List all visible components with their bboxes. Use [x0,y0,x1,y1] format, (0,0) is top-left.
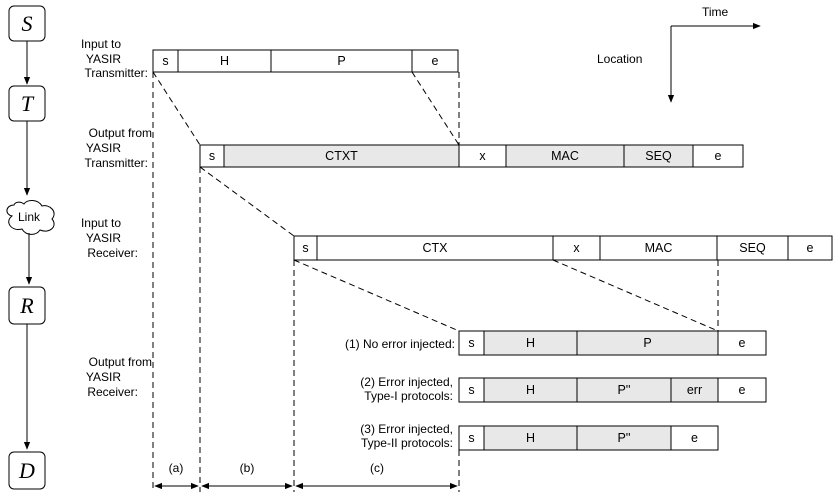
tx-output-ciphertext: CTXT [325,149,358,163]
case1-label: (1) No error injected: [345,337,455,351]
guide-d1 [152,71,201,146]
rx-input-end: e [807,241,814,255]
tx-input-end: e [432,54,439,68]
node-s-label: S [22,11,33,36]
rx-out1-header: H [526,336,535,350]
node-r-label: R [19,293,34,318]
node-d-box [8,451,46,490]
packet-rx-out-2: s H P'' err e [458,377,767,403]
tx-input-start: s [162,54,168,68]
rx-input-ciphertext: CTX [423,241,449,255]
row2-label-line1: Output from [89,126,152,140]
row1-label-line1: Input to [81,37,121,51]
rx-out3-payload: P'' [617,431,630,445]
rx-out2-header: H [526,383,535,397]
node-link-label: Link [18,210,41,224]
case3-label-line2: Type-II protocols: [361,436,453,450]
rx-out3-header: H [526,431,535,445]
rx-out2-end: e [739,383,746,397]
packet-tx-input: s H P e [152,49,459,73]
node-t-label: T [21,91,35,116]
location-label: Location [597,52,642,66]
row4-label-line1: Output from [89,355,152,369]
rx-out2-payload: P'' [617,383,630,397]
guide-d5 [552,259,719,332]
rx-out1-end: e [739,336,746,350]
case3-label-line1: (3) Error injected, [360,422,453,436]
tx-output-seq: SEQ [645,149,672,163]
row-labels: Input to YASIR Transmitter: Output from … [81,37,152,399]
row3-label-line1: Input to [81,216,121,230]
time-label: Time [702,5,729,19]
link-cloud-icon [6,200,55,235]
timing-guides [152,71,719,492]
rx-out1-start: s [468,336,474,350]
guide-d4 [293,259,460,332]
guide-d2 [411,71,460,146]
packet-rx-out-3: s H P'' e [458,425,719,451]
tx-input-header: H [220,54,229,68]
tx-output-end: e [715,149,722,163]
flow-column: S T Link R D [6,5,55,490]
case2-label-line2: Type-I protocols: [364,389,453,403]
tx-output-start: s [209,149,215,163]
row3-label-line2: YASIR [86,231,121,245]
row4-label-line2: YASIR [86,370,121,384]
case-labels: (1) No error injected: (2) Error injecte… [345,337,455,450]
rx-out2-start: s [468,383,474,397]
rx-input-x: x [573,241,580,255]
axes-indicator: Time Location [597,5,761,103]
packet-tx-output: s CTXT x MAC SEQ e [199,144,744,168]
rx-out1-payload: P [643,336,651,350]
rx-input-start: s [302,241,308,255]
tx-output-mac: MAC [551,149,579,163]
rx-out2-err: err [687,383,702,397]
guide-d3 [199,166,295,237]
row1-label-line3: Transmitter: [84,66,148,80]
tx-input-payload: P [337,54,345,68]
row2-label-line3: Transmitter: [84,156,148,170]
interval-a-label: (a) [169,461,184,475]
packet-rx-out-1: s H P e [458,330,767,356]
row2-label-line2: YASIR [86,141,121,155]
row1-label-line2: YASIR [86,52,121,66]
intervals: (a) (b) (c) [154,461,458,490]
packet-rx-input: s CTX x MAC SEQ e [293,235,833,261]
row4-label-line3: Receiver: [87,385,138,399]
tx-output-x: x [479,149,486,163]
rx-out3-end: e [691,431,698,445]
interval-b-label: (b) [240,461,255,475]
rx-input-mac: MAC [645,241,673,255]
case2-label-line1: (2) Error injected, [360,375,453,389]
rx-input-seq: SEQ [739,241,766,255]
interval-c-label: (c) [370,461,384,475]
row3-label-line3: Receiver: [87,246,138,260]
node-d-label: D [18,458,35,483]
rx-out3-start: s [468,431,474,445]
